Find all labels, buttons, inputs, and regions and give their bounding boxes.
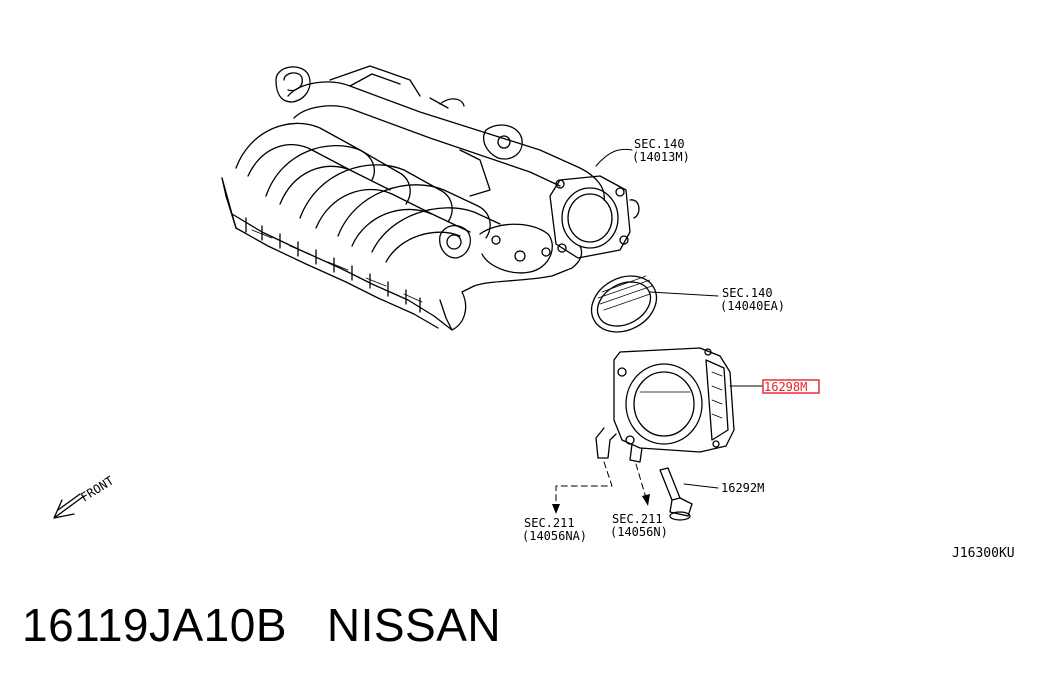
- callout-sec140-manifold: SEC.140: [634, 137, 685, 151]
- figure-code: J16300KU: [952, 546, 1015, 561]
- leader-lines: [555, 148, 763, 507]
- callout-16292m: 16292M: [721, 481, 764, 495]
- throttle-body-drawing: [595, 347, 735, 463]
- callout-sec211-a: SEC.211: [524, 516, 575, 530]
- callout-14056na: (14056NA): [522, 529, 587, 543]
- caption: 16119JA10B NISSAN: [22, 598, 501, 652]
- gasket-drawing: [590, 275, 658, 333]
- callout-sec140-gasket: SEC.140: [722, 286, 773, 300]
- callout-sec211-b: SEC.211: [612, 512, 663, 526]
- intake-manifold-drawing: [221, 65, 640, 331]
- callout-14013m: (14013M): [632, 150, 690, 164]
- part-number: 16119JA10B: [22, 599, 288, 651]
- brand-name: NISSAN: [326, 599, 502, 651]
- highlight-box: [762, 379, 820, 394]
- bolt-drawing: [659, 467, 693, 521]
- front-label: FRONT: [78, 474, 116, 505]
- callout-14040ea: (14040EA): [720, 299, 785, 313]
- front-arrow-icon: [53, 493, 85, 519]
- callout-16298m: 16298M: [764, 380, 807, 394]
- callout-14056n: (14056N): [610, 525, 668, 539]
